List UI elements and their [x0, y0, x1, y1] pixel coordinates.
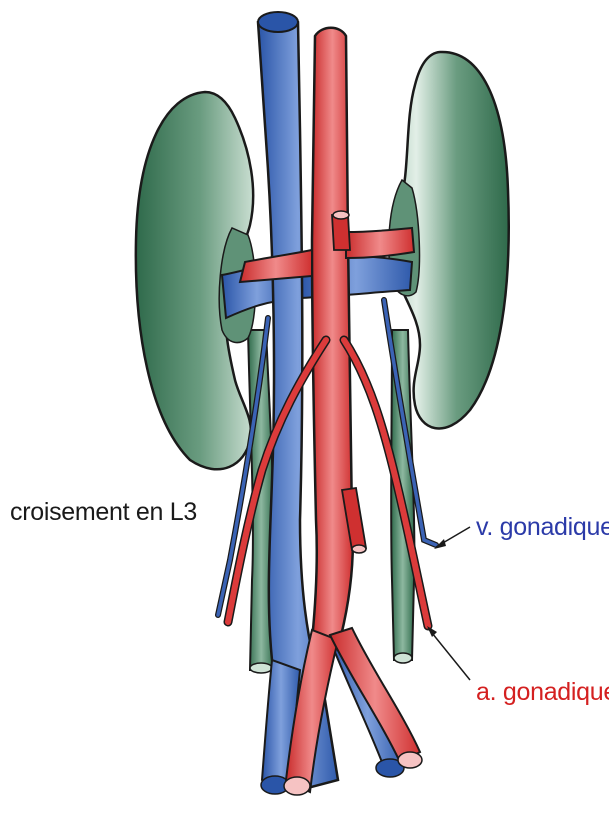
gonadal-vein-label: v. gonadique: [476, 512, 609, 542]
aorta-trunk: [312, 28, 353, 640]
left-iliac-artery-end: [284, 777, 310, 795]
crossing-level-label: croisement en L3: [10, 497, 197, 527]
right-iliac-artery-end: [398, 752, 422, 768]
artery-pointer-line: [428, 628, 470, 680]
superior-mesenteric-stump: [332, 215, 350, 250]
right-renal-artery: [346, 228, 414, 258]
label-pointers: [427, 527, 470, 680]
superior-mesenteric-opening: [333, 211, 349, 219]
left-ureter-end: [250, 663, 272, 673]
inferior-mesenteric-opening: [352, 545, 366, 553]
gonadal-artery-label: a. gonadique: [476, 677, 609, 707]
ivc-top-opening: [258, 12, 298, 32]
right-ureter-end: [394, 653, 412, 663]
